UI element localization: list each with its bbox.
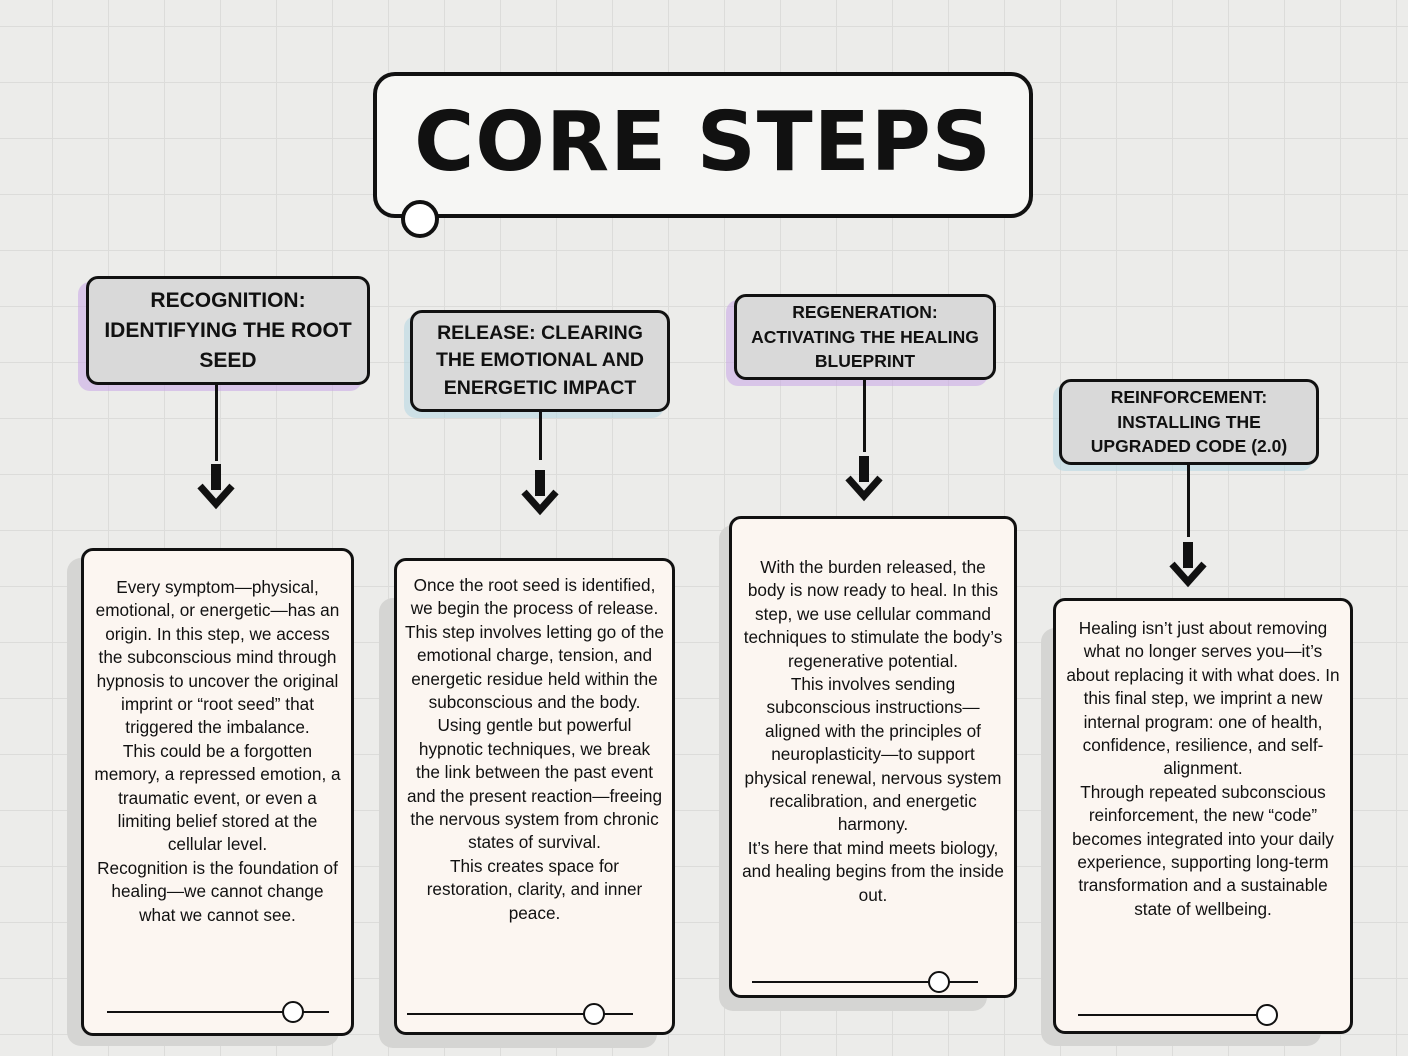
step-3-connector: [863, 380, 866, 452]
step-4-connector: [1187, 465, 1190, 537]
step-1-slider-track: [107, 1011, 329, 1013]
step-1-slider-knob[interactable]: [282, 1001, 304, 1023]
step-3-description: With the burden released, the body is no…: [740, 556, 1006, 907]
step-1-paragraph: Every symptom—physical, emotional, or en…: [95, 577, 340, 738]
step-3-card: With the burden released, the body is no…: [729, 516, 1017, 998]
step-2-connector: [539, 412, 542, 460]
step-2-header-label: RELEASE: CLEARING THE EMOTIONAL AND ENER…: [436, 321, 644, 399]
step-2-arrow-icon: [521, 470, 559, 516]
step-1-description: Every symptom—physical, emotional, or en…: [92, 576, 343, 927]
step-4-paragraph: Healing isn’t just about removing what n…: [1066, 618, 1340, 779]
step-2-header: RELEASE: CLEARING THE EMOTIONAL AND ENER…: [410, 310, 670, 412]
step-2-paragraph: This creates space for restoration, clar…: [426, 855, 643, 923]
page-title: CORE STEPS: [414, 95, 992, 190]
step-3-arrow-icon: [845, 456, 883, 502]
step-2-slider-track: [407, 1013, 633, 1015]
step-2-paragraph: Once the root seed is identified, we beg…: [405, 575, 664, 713]
step-4-slider-track: [1078, 1014, 1266, 1016]
step-1-arrow-icon: [197, 464, 235, 510]
step-1-card: Every symptom—physical, emotional, or en…: [81, 548, 354, 1036]
step-4-paragraph: Through repeated subconscious reinforcem…: [1072, 781, 1334, 919]
step-2-paragraph: Using gentle but powerful hypnotic techn…: [406, 715, 663, 853]
step-3-paragraph: With the burden released, the body is no…: [743, 557, 1003, 671]
step-4-header-label: REINFORCEMENT: INSTALLING THE UPGRADED C…: [1090, 387, 1288, 457]
step-3-slider-knob[interactable]: [928, 971, 950, 993]
title-knob-icon: [401, 200, 439, 238]
step-3-header: REGENERATION: ACTIVATING THE HEALING BLU…: [734, 294, 996, 380]
step-4-header: REINFORCEMENT: INSTALLING THE UPGRADED C…: [1059, 379, 1319, 465]
step-3-header-label: REGENERATION: ACTIVATING THE HEALING BLU…: [751, 302, 979, 372]
step-4-slider-knob[interactable]: [1256, 1004, 1278, 1026]
step-4-arrow-icon: [1169, 542, 1207, 588]
step-3-slider-track: [752, 981, 978, 983]
step-1-connector: [215, 385, 218, 461]
step-1-paragraph: This could be a forgotten memory, a repr…: [94, 740, 341, 855]
step-2-slider-knob[interactable]: [583, 1003, 605, 1025]
step-2-card: Once the root seed is identified, we beg…: [394, 558, 675, 1035]
title-box: CORE STEPS: [373, 72, 1033, 218]
step-3-paragraph: This involves sending subconscious instr…: [744, 674, 1002, 835]
step-3-paragraph: It’s here that mind meets biology, and h…: [742, 837, 1004, 905]
step-2-description: Once the root seed is identified, we beg…: [405, 574, 664, 925]
step-1-header-label: RECOGNITION: IDENTIFYING THE ROOT SEED: [104, 288, 352, 372]
step-1-paragraph: Recognition is the foundation of healing…: [97, 857, 338, 925]
step-1-header: RECOGNITION: IDENTIFYING THE ROOT SEED: [86, 276, 370, 385]
step-4-card: Healing isn’t just about removing what n…: [1053, 598, 1353, 1034]
step-4-description: Healing isn’t just about removing what n…: [1064, 617, 1342, 921]
